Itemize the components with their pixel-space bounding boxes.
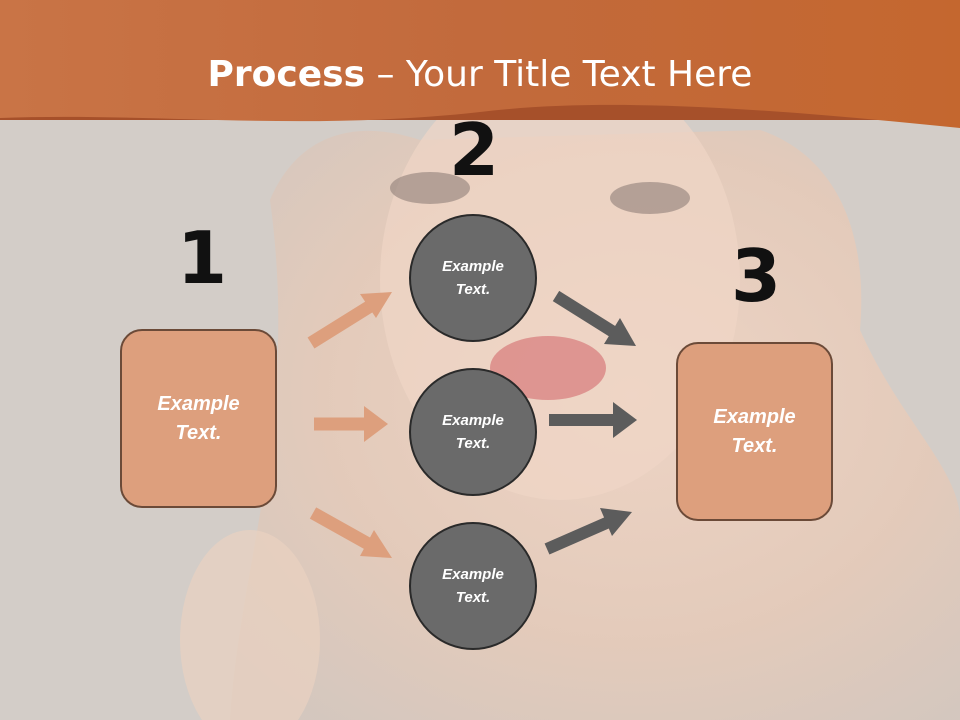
circle-bottom: Example Text. xyxy=(409,522,537,650)
arrow-down-right-gray xyxy=(552,290,636,346)
step-number-3: 3 xyxy=(731,234,782,318)
title-rest: – Your Title Text Here xyxy=(365,54,753,95)
arrow-up-right-gray xyxy=(544,508,632,555)
circle-top: Example Text. xyxy=(409,214,537,342)
arrow-right-orange xyxy=(314,406,388,442)
arrow-down-right-orange xyxy=(309,507,392,558)
step-number-2: 2 xyxy=(449,108,500,192)
arrow-right-gray xyxy=(549,402,637,438)
title-bold: Process xyxy=(207,54,366,95)
left-text-box: Example Text. xyxy=(120,329,277,508)
step-number-1: 1 xyxy=(177,216,228,300)
right-text-box: Example Text. xyxy=(676,342,833,521)
circle-middle: Example Text. xyxy=(409,368,537,496)
arrow-up-right-orange xyxy=(307,292,392,349)
page-title: Process – Your Title Text Here xyxy=(0,54,960,95)
